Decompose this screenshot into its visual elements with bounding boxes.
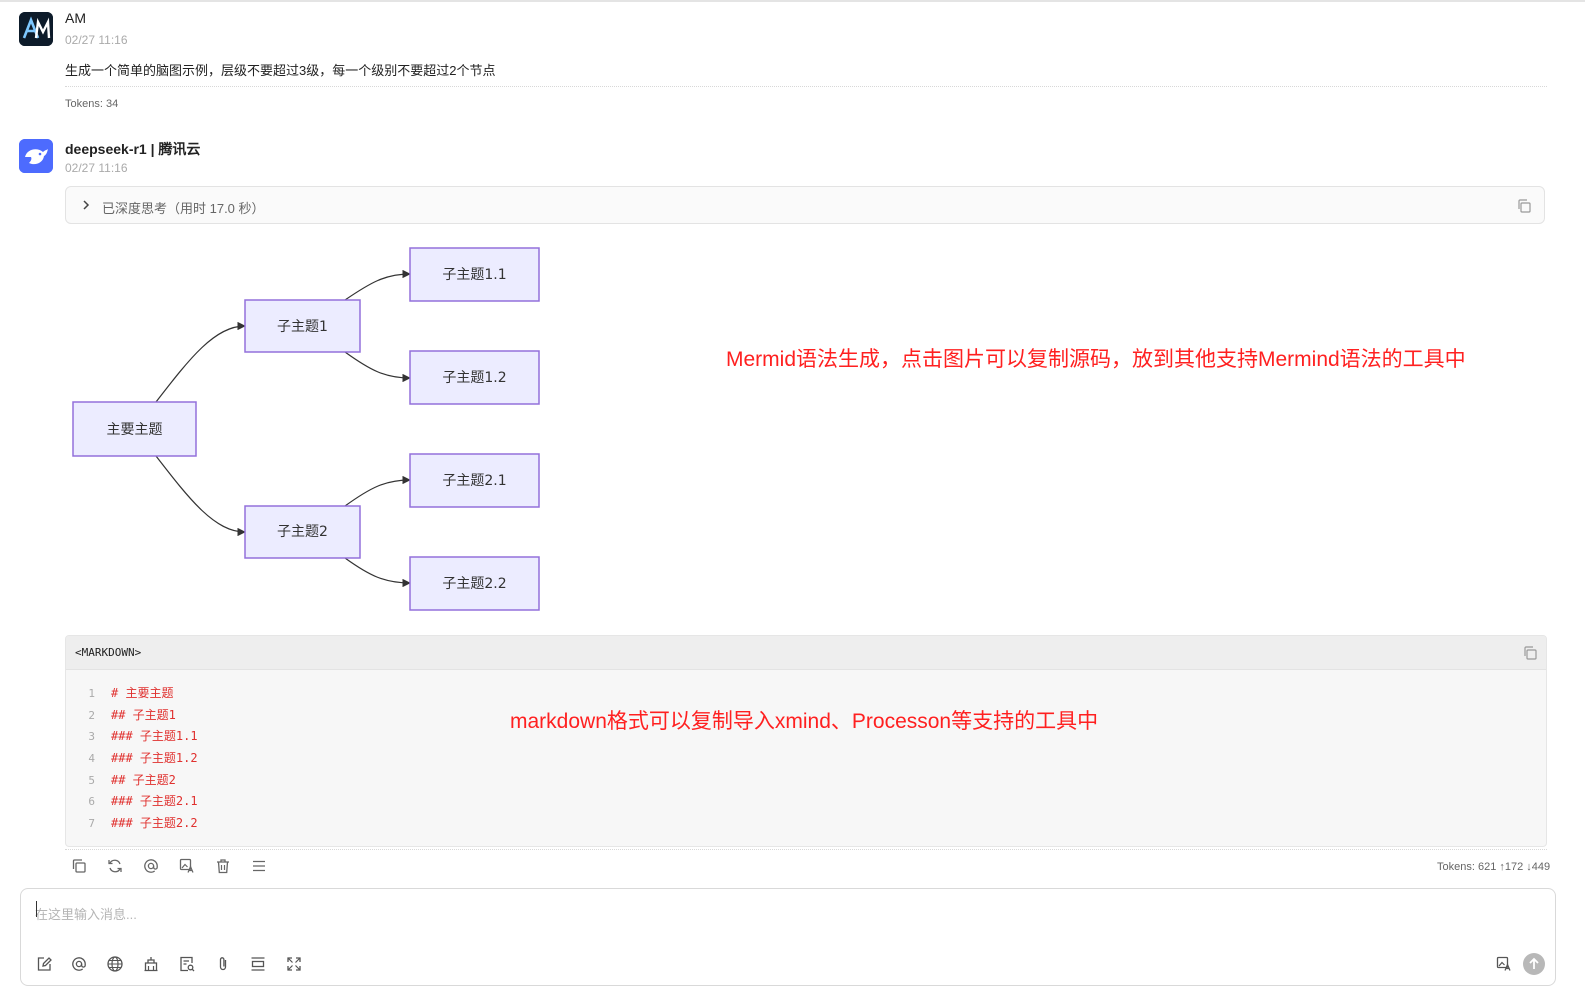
- image-translate-icon[interactable]: [178, 857, 196, 875]
- edit-icon[interactable]: [35, 955, 53, 973]
- translate-icon[interactable]: [1495, 955, 1513, 973]
- bot-name: deepseek-r1 | 腾讯云: [65, 141, 201, 157]
- node-child1: 子主题1: [244, 299, 361, 353]
- user-name: AM: [65, 10, 86, 26]
- code-line: 7### 子主题2.2: [88, 816, 198, 831]
- message-composer: [20, 888, 1556, 986]
- attachment-icon[interactable]: [214, 955, 232, 973]
- node-child1-2: 子主题1.2: [409, 350, 540, 405]
- mention-icon[interactable]: [70, 955, 88, 973]
- layout-icon[interactable]: [249, 955, 267, 973]
- send-button[interactable]: [1523, 953, 1545, 975]
- code-line: 2## 子主题1: [88, 707, 176, 722]
- node-child2-label: 子主题2: [277, 524, 328, 540]
- code-lines: 1# 主要主题 2## 子主题1 3### 子主题1.1 4### 子主题1.2…: [66, 683, 198, 835]
- bot-message-time: 02/27 11:16: [65, 161, 128, 175]
- code-line: 5## 子主题2: [88, 772, 176, 787]
- edge-root-child1: [155, 321, 246, 403]
- thinking-label: 已深度思考（用时 17.0 秒）: [102, 201, 265, 216]
- edge-root-child2: [155, 455, 246, 537]
- deepseek-avatar: [19, 139, 53, 173]
- markdown-annotation: markdown格式可以复制导入xmind、Processon等支持的工具中: [510, 710, 1099, 733]
- message-divider: [65, 86, 1547, 87]
- user-message-time: 02/27 11:16: [65, 33, 128, 47]
- node-child2: 子主题2: [244, 505, 361, 559]
- user-message-text: 生成一个简单的脑图示例，层级不要超过3级，每一个级别不要超过2个节点: [65, 63, 496, 78]
- code-language-label: <MARKDOWN>: [75, 646, 142, 659]
- code-line: 6### 子主题2.1: [88, 794, 198, 809]
- expand-icon[interactable]: [285, 955, 303, 973]
- markdown-code-block: <MARKDOWN> 1# 主要主题 2## 子主题1 3### 子主题1.1 …: [65, 635, 1547, 847]
- user-avatar: [19, 12, 53, 46]
- edge-child2-child2-1: [344, 475, 411, 507]
- mermaid-mindmap[interactable]: 主要主题 子主题1 子主题2 子主题1.1 子主题1.2 子主题2.1 子主题2…: [60, 238, 560, 628]
- node-child2-2: 子主题2.2: [409, 556, 540, 611]
- edge-child2-child2-2: [344, 557, 411, 588]
- chevron-right-icon[interactable]: [78, 195, 94, 215]
- mermaid-annotation: Mermid语法生成，点击图片可以复制源码，放到其他支持Mermind语法的工具…: [726, 348, 1466, 371]
- copy-icon[interactable]: [70, 857, 88, 875]
- bot-token-count: Tokens: 621 ↑172 ↓449: [1437, 861, 1551, 873]
- code-line: 4### 子主题1.2: [88, 751, 198, 766]
- regenerate-icon[interactable]: [106, 857, 124, 875]
- copy-code-icon[interactable]: [1522, 645, 1538, 661]
- code-line: 3### 子主题1.1: [88, 729, 198, 744]
- node-root: 主要主题: [72, 401, 197, 457]
- copy-icon[interactable]: [1516, 198, 1532, 214]
- node-child1-label: 子主题1: [277, 319, 328, 335]
- thinking-panel[interactable]: 已深度思考（用时 17.0 秒）: [65, 186, 1545, 224]
- edge-child1-child1-1: [344, 269, 411, 301]
- code-block-header: <MARKDOWN>: [66, 636, 1546, 670]
- node-child2-2-label: 子主题2.2: [442, 576, 506, 592]
- menu-icon[interactable]: [250, 857, 268, 875]
- knowledge-icon[interactable]: [142, 955, 160, 973]
- edge-child1-child1-2: [344, 351, 411, 383]
- message-input[interactable]: [35, 899, 1515, 929]
- node-child1-1-label: 子主题1.1: [442, 267, 506, 283]
- globe-icon[interactable]: [106, 955, 124, 973]
- send-icon: [1529, 957, 1539, 969]
- node-root-label: 主要主题: [107, 422, 163, 438]
- doc-search-icon[interactable]: [178, 955, 196, 973]
- top-border: [0, 0, 1585, 2]
- node-child2-1: 子主题2.1: [409, 453, 540, 508]
- node-child1-1: 子主题1.1: [409, 247, 540, 302]
- node-child2-1-label: 子主题2.1: [442, 473, 506, 489]
- code-line: 1# 主要主题: [88, 686, 174, 700]
- text-caret: [36, 901, 37, 917]
- mention-icon[interactable]: [142, 857, 160, 875]
- node-child1-2-label: 子主题1.2: [442, 370, 506, 386]
- delete-icon[interactable]: [214, 857, 232, 875]
- message-divider: [65, 849, 1547, 850]
- user-token-count: Tokens: 34: [65, 98, 119, 110]
